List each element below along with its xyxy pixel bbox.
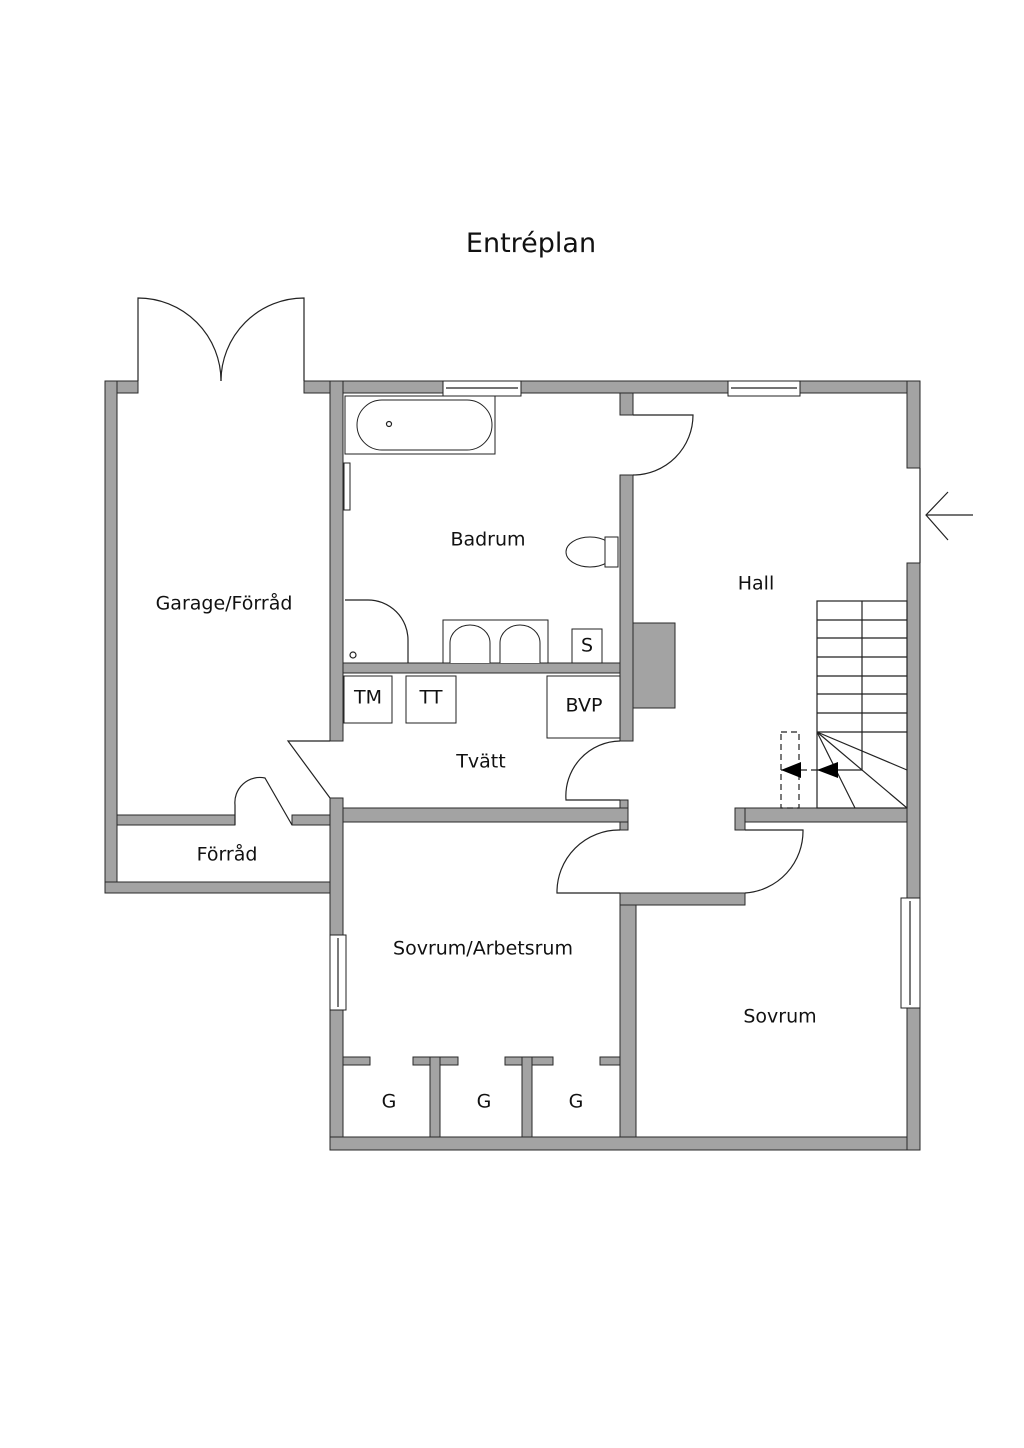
room-label-sovrum-arbetsrum: Sovrum/Arbetsrum bbox=[393, 938, 573, 960]
cabinet-s bbox=[571, 628, 603, 664]
room-label-forrad: Förråd bbox=[197, 843, 258, 866]
stair-arrow-icon bbox=[817, 762, 838, 778]
room-label-tvatt: Tvätt bbox=[455, 751, 505, 773]
room-label-badrum: Badrum bbox=[450, 529, 525, 551]
room-label-hall: Hall bbox=[738, 573, 775, 595]
washing-machine bbox=[343, 675, 393, 724]
fixture-tm-label: TM bbox=[353, 687, 382, 709]
doors bbox=[234, 414, 921, 894]
fixture-bvp-label: BVP bbox=[566, 695, 603, 717]
heat-pump bbox=[546, 675, 621, 739]
staircase bbox=[780, 600, 908, 809]
stair-arrow-icon bbox=[781, 762, 801, 778]
closet-label: G bbox=[477, 1091, 492, 1113]
fixture-s-label: S bbox=[581, 635, 593, 657]
tumble-dryer bbox=[405, 675, 457, 724]
fixture-tt-label: TT bbox=[419, 687, 443, 709]
room-label-sovrum: Sovrum bbox=[743, 1006, 816, 1028]
windows bbox=[329, 380, 921, 1011]
plan-title: Entréplan bbox=[466, 228, 596, 259]
double-sink bbox=[442, 619, 549, 664]
bathtub bbox=[344, 395, 496, 455]
room-label-garage: Garage/Förråd bbox=[156, 592, 293, 615]
closet-label: G bbox=[382, 1091, 397, 1113]
entrance-arrow-icon bbox=[925, 491, 973, 541]
radiator bbox=[343, 462, 351, 511]
closet-label: G bbox=[569, 1091, 584, 1113]
toilet bbox=[565, 536, 619, 568]
shower bbox=[345, 599, 409, 663]
garage-double-door bbox=[137, 297, 305, 382]
